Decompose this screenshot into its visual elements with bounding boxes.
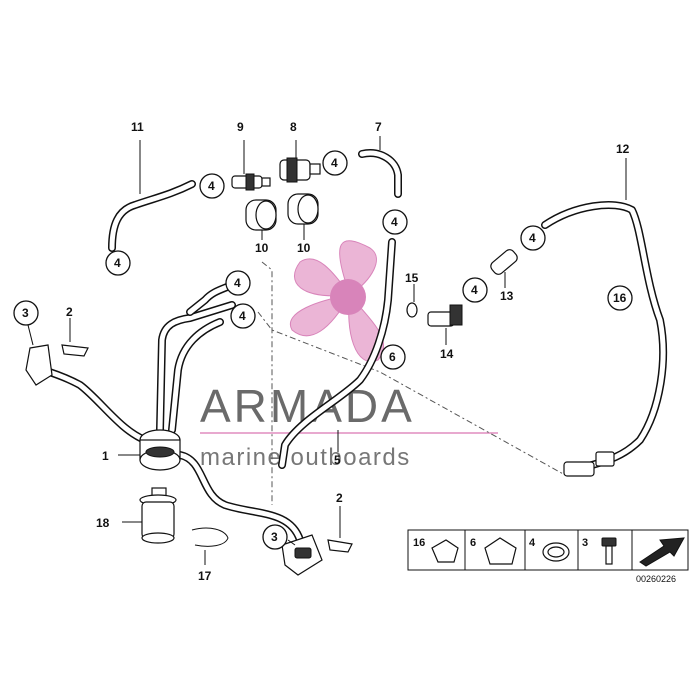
arrow-icon xyxy=(639,537,685,567)
svg-text:4: 4 xyxy=(391,215,398,229)
svg-text:4: 4 xyxy=(529,231,536,245)
callout-4-center-upper: 4 xyxy=(225,270,251,296)
connector-8 xyxy=(279,140,321,183)
svg-text:16: 16 xyxy=(613,291,627,305)
callout-4-top-left: 4 xyxy=(199,173,225,199)
legend-item-16: 16 xyxy=(413,537,459,563)
svg-text:4: 4 xyxy=(208,179,215,193)
svg-text:6: 6 xyxy=(470,537,476,549)
callout-3-bottom: 3 xyxy=(262,524,288,550)
legend-item-3: 3 xyxy=(582,537,617,565)
svg-text:4: 4 xyxy=(471,283,478,297)
callout-4-center-lower: 4 xyxy=(230,303,256,329)
svg-text:4: 4 xyxy=(529,537,536,549)
legend-item-6: 6 xyxy=(470,537,517,565)
callout-3-left: 3 xyxy=(13,300,39,326)
svg-text:4: 4 xyxy=(234,276,241,290)
callout-4-top-center: 4 xyxy=(322,150,348,176)
callout-2-top: 2 xyxy=(66,305,73,319)
bracket-2-top xyxy=(61,318,89,357)
callout-2-bottom: 2 xyxy=(336,491,343,505)
callout-10b: 10 xyxy=(297,241,311,255)
callout-5: 5 xyxy=(334,453,341,467)
propeller-icon xyxy=(289,240,385,363)
callout-15: 15 xyxy=(405,271,419,285)
callout-9: 9 xyxy=(237,120,244,134)
legend-box: 16 6 4 3 xyxy=(407,529,689,571)
hose-7 xyxy=(358,136,402,198)
connector-14 xyxy=(427,304,463,345)
svg-text:3: 3 xyxy=(582,537,588,549)
svg-text:3: 3 xyxy=(22,306,29,320)
hose-5 xyxy=(278,238,396,469)
rings-10 xyxy=(245,193,319,240)
svg-text:4: 4 xyxy=(331,156,338,170)
svg-text:4: 4 xyxy=(114,256,121,270)
callout-14: 14 xyxy=(440,347,454,361)
callout-13: 13 xyxy=(500,289,514,303)
o-ring-15 xyxy=(406,284,418,318)
svg-text:4: 4 xyxy=(239,309,246,323)
callout-16: 16 xyxy=(607,285,633,311)
callout-17: 17 xyxy=(198,569,212,583)
callout-8: 8 xyxy=(290,120,297,134)
clip-3-bottom xyxy=(281,534,323,576)
callout-11: 11 xyxy=(131,120,144,134)
callout-18: 18 xyxy=(96,516,110,530)
callout-12: 12 xyxy=(616,142,630,156)
svg-text:6: 6 xyxy=(389,350,396,364)
hose-12 xyxy=(541,158,668,477)
callout-6: 6 xyxy=(380,344,406,370)
clip-3-left xyxy=(25,324,53,386)
callout-1: 1 xyxy=(102,449,109,463)
svg-text:3: 3 xyxy=(271,530,278,544)
bracket-2-bottom xyxy=(327,506,353,553)
legend-item-4: 4 xyxy=(529,537,570,562)
callouts: 11 9 8 7 12 10 10 15 13 14 2 1 5 2 18 17… xyxy=(13,120,633,583)
damper-18 xyxy=(122,487,177,544)
svg-text:16: 16 xyxy=(413,537,425,549)
callout-7: 7 xyxy=(375,120,382,134)
callout-10a: 10 xyxy=(255,241,269,255)
reference-lines xyxy=(257,261,566,505)
callout-4-right: 4 xyxy=(520,225,546,251)
connector-9 xyxy=(231,140,271,191)
callout-4-near-13: 4 xyxy=(462,277,488,303)
clip-17 xyxy=(191,527,229,565)
connector-13 xyxy=(490,249,518,288)
callout-4-mid-right: 4 xyxy=(382,209,408,235)
hose-11 xyxy=(108,140,196,252)
watermark-tagline: marine outboards xyxy=(200,444,411,471)
doc-number: 00260226 xyxy=(636,574,676,584)
callout-4-bottom-left: 4 xyxy=(105,250,131,276)
